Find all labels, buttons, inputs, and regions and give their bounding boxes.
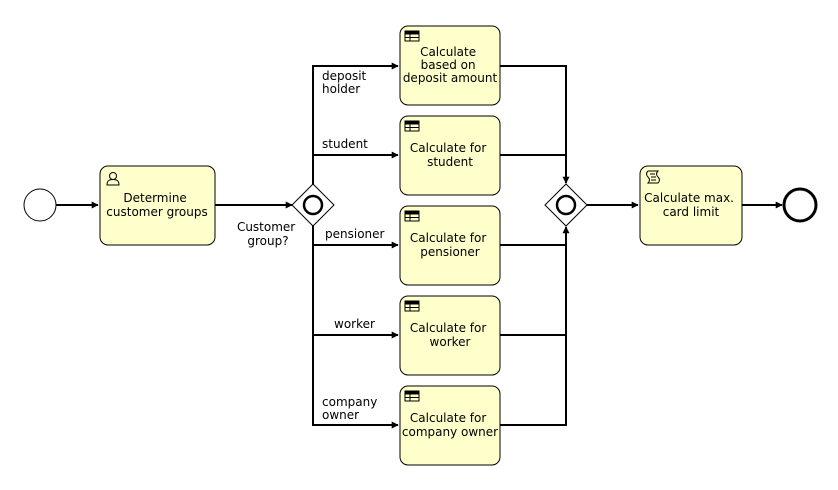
task-deposit-label: Calculate based on deposit amount: [403, 45, 498, 85]
edge-label-company-owner: company owner: [322, 395, 381, 422]
table-icon: [404, 300, 420, 312]
task-calculate-deposit: Calculate based on deposit amount: [399, 25, 501, 106]
task-determine-customer-groups: Determine customer groups: [99, 165, 216, 246]
task-calculate-company-owner: Calculate for company owner: [399, 385, 501, 466]
table-icon: [404, 30, 420, 42]
flow-split-to-company: [312, 335, 399, 429]
script-icon: [646, 170, 660, 184]
task-calculate-worker: Calculate for worker: [399, 295, 501, 376]
task-student-label: Calculate for student: [410, 141, 490, 169]
task-pensioner-label: Calculate for pensioner: [410, 231, 490, 259]
end-event: [782, 187, 818, 223]
edge-label-pensioner: pensioner: [325, 227, 385, 241]
edge-label-student: student: [322, 137, 368, 151]
task-company-label: Calculate for company owner: [402, 411, 498, 439]
flow-company-to-join: [500, 226, 570, 426]
user-task-icon: [106, 172, 120, 186]
split-gateway: [291, 183, 335, 227]
flow-deposit-to-join: [500, 65, 570, 184]
flow-split-to-deposit: [312, 62, 399, 185]
edge-label-deposit-holder: deposit holder: [322, 69, 370, 96]
task-determine-label: Determine customer groups: [106, 191, 207, 219]
edge-label-worker: worker: [334, 317, 375, 331]
split-gateway-label: Customer group?: [237, 220, 299, 248]
task-maxlimit-label: Calculate max. card limit: [644, 191, 738, 219]
task-calculate-student: Calculate for student: [399, 115, 501, 196]
table-icon: [404, 120, 420, 132]
start-event: [23, 188, 57, 222]
table-icon: [404, 390, 420, 402]
table-icon: [404, 210, 420, 222]
join-gateway: [544, 183, 588, 227]
task-worker-label: Calculate for worker: [410, 321, 490, 349]
task-calculate-max-card-limit: Calculate max. card limit: [639, 165, 743, 246]
task-calculate-pensioner: Calculate for pensioner: [399, 205, 501, 286]
